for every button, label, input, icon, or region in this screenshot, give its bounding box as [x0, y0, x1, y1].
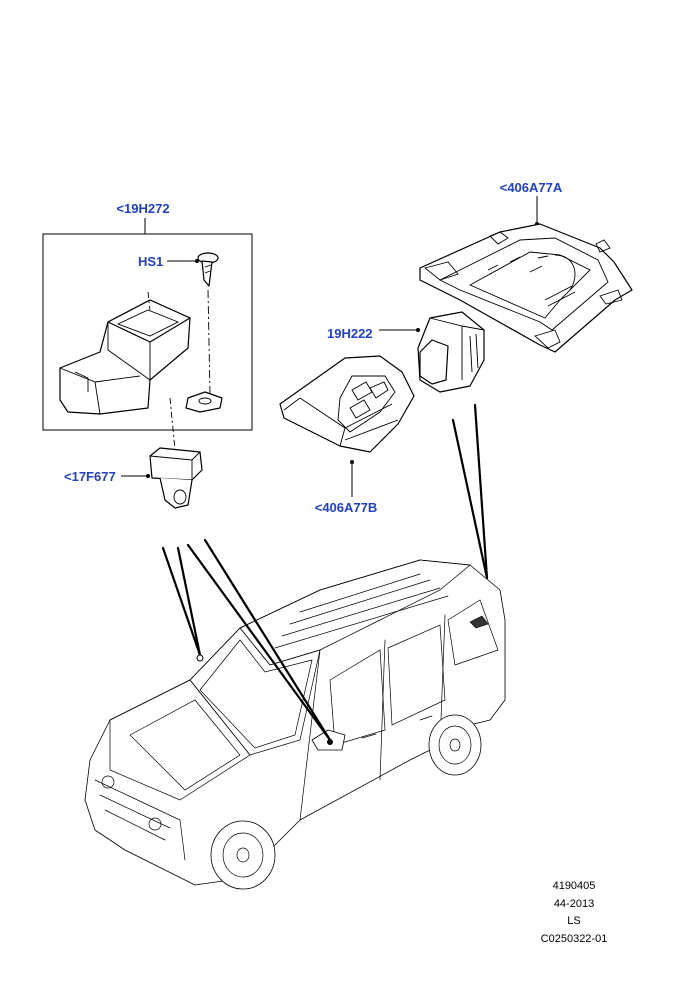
sensor-housing[interactable] — [59, 291, 223, 451]
callout-19h222[interactable]: 19H222 — [327, 326, 373, 341]
callout-406a77b[interactable]: <406A77B — [315, 500, 378, 515]
ref-line-1: 4190405 — [552, 880, 596, 892]
callout-406a77a[interactable]: <406A77A — [500, 180, 563, 195]
rain-sensor-group — [42, 218, 253, 431]
switch-19h222[interactable] — [379, 311, 485, 393]
sensor-17f677[interactable] — [121, 447, 203, 509]
trim-panel-406a77a[interactable] — [419, 196, 633, 353]
callout-17f677[interactable]: <17F677 — [64, 469, 116, 484]
group-box — [42, 233, 253, 431]
pointer-lines — [161, 403, 489, 745]
reference-block: 4190405 44-2013 LS C0250322-01 — [514, 878, 634, 948]
vehicle — [84, 559, 506, 890]
bezel-406a77b[interactable] — [279, 355, 415, 497]
callout-19h272[interactable]: <19H272 — [116, 201, 169, 216]
callout-hs1[interactable]: HS1 — [138, 254, 163, 269]
ref-line-2: 44-2013 — [553, 897, 595, 910]
screw-hs1[interactable] — [167, 252, 219, 396]
ref-line-4: C0250322-01 — [540, 932, 608, 945]
ref-line-3: LS — [567, 915, 581, 927]
